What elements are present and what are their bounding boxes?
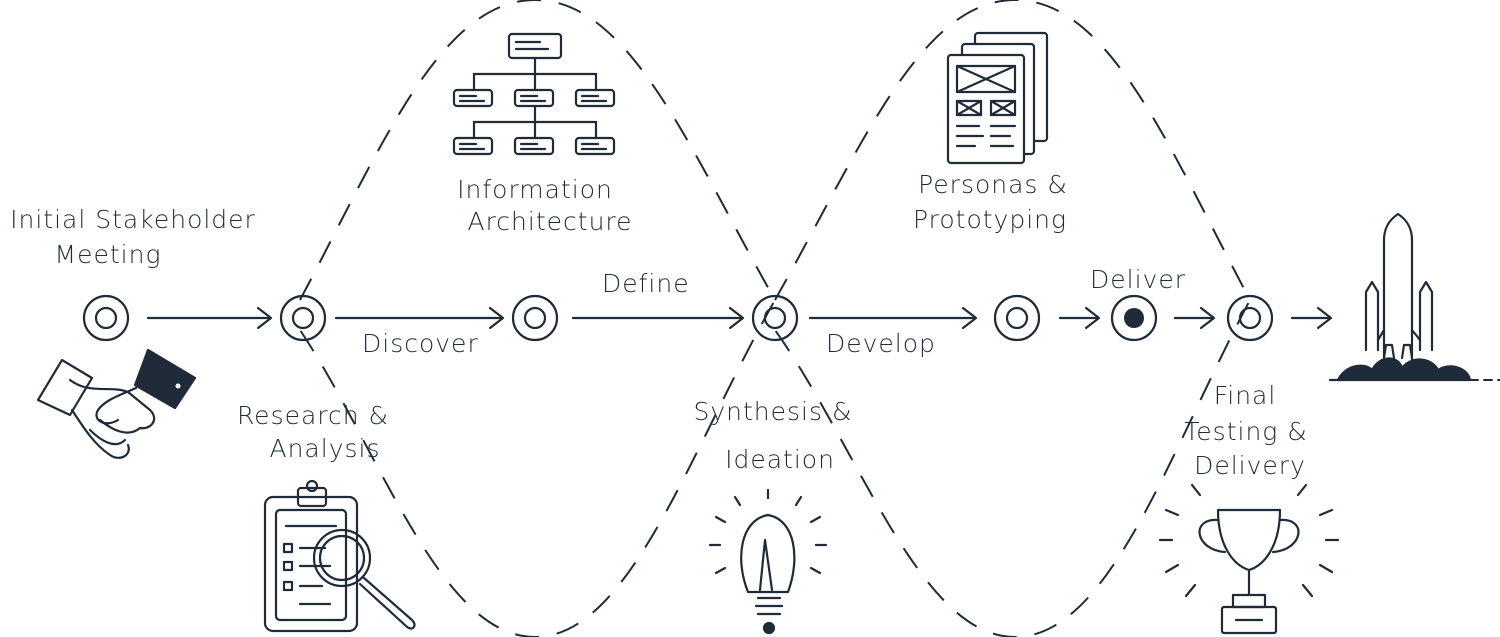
- node-final: [1226, 294, 1274, 342]
- diamond-outlines: [299, 0, 1252, 637]
- phase-develop-label: Develop: [826, 329, 936, 358]
- diamond-1-outline: [299, 0, 777, 637]
- stage-label-research: Research & Analysis: [237, 401, 389, 463]
- wireframe-pages-icon: [946, 31, 1049, 165]
- clipboard-magnifier-icon: [263, 479, 416, 633]
- svg-text:Final: Final: [1214, 381, 1277, 410]
- svg-text:Analysis: Analysis: [269, 434, 380, 463]
- diamond-2-outline: [774, 0, 1252, 637]
- handshake-icon: [36, 348, 197, 459]
- svg-text:Architecture: Architecture: [467, 207, 632, 236]
- node-discover: [279, 294, 327, 342]
- node-start: [82, 294, 130, 342]
- trophy-icon: [1158, 483, 1340, 635]
- node-develop: [993, 294, 1041, 342]
- phase-discover-label: Discover: [362, 329, 479, 358]
- stage-nodes: [82, 294, 1274, 342]
- rocket-icon: [1328, 212, 1500, 382]
- svg-text:Prototyping: Prototyping: [913, 205, 1067, 234]
- svg-text:Synthesis &: Synthesis &: [694, 397, 853, 426]
- svg-text:Meeting: Meeting: [55, 240, 162, 269]
- svg-text:Personas &: Personas &: [918, 170, 1068, 199]
- svg-text:Initial Stakeholder: Initial Stakeholder: [10, 205, 256, 234]
- sitemap-icon: [452, 32, 616, 156]
- lightbulb-icon: [708, 488, 828, 635]
- phase-define-label: Define: [602, 269, 690, 298]
- stage-label-start: Initial Stakeholder Meeting: [10, 205, 256, 269]
- svg-text:Information: Information: [457, 175, 613, 204]
- flow-arrows: [146, 306, 1333, 330]
- svg-text:Testing &: Testing &: [1184, 417, 1307, 446]
- svg-text:Delivery: Delivery: [1194, 451, 1306, 480]
- node-deliver-active: [1110, 294, 1158, 342]
- node-center: [751, 294, 799, 342]
- node-define: [511, 294, 559, 342]
- phase-deliver-label: Deliver: [1090, 265, 1186, 294]
- stage-label-final: Final Testing & Delivery: [1184, 381, 1307, 480]
- stage-label-personas: Personas & Prototyping: [913, 170, 1068, 234]
- stage-label-ia: Information Architecture: [457, 175, 632, 236]
- stage-label-synthesis: Synthesis & Ideation: [694, 397, 853, 474]
- svg-text:Ideation: Ideation: [725, 445, 835, 474]
- svg-text:Research &: Research &: [237, 401, 389, 430]
